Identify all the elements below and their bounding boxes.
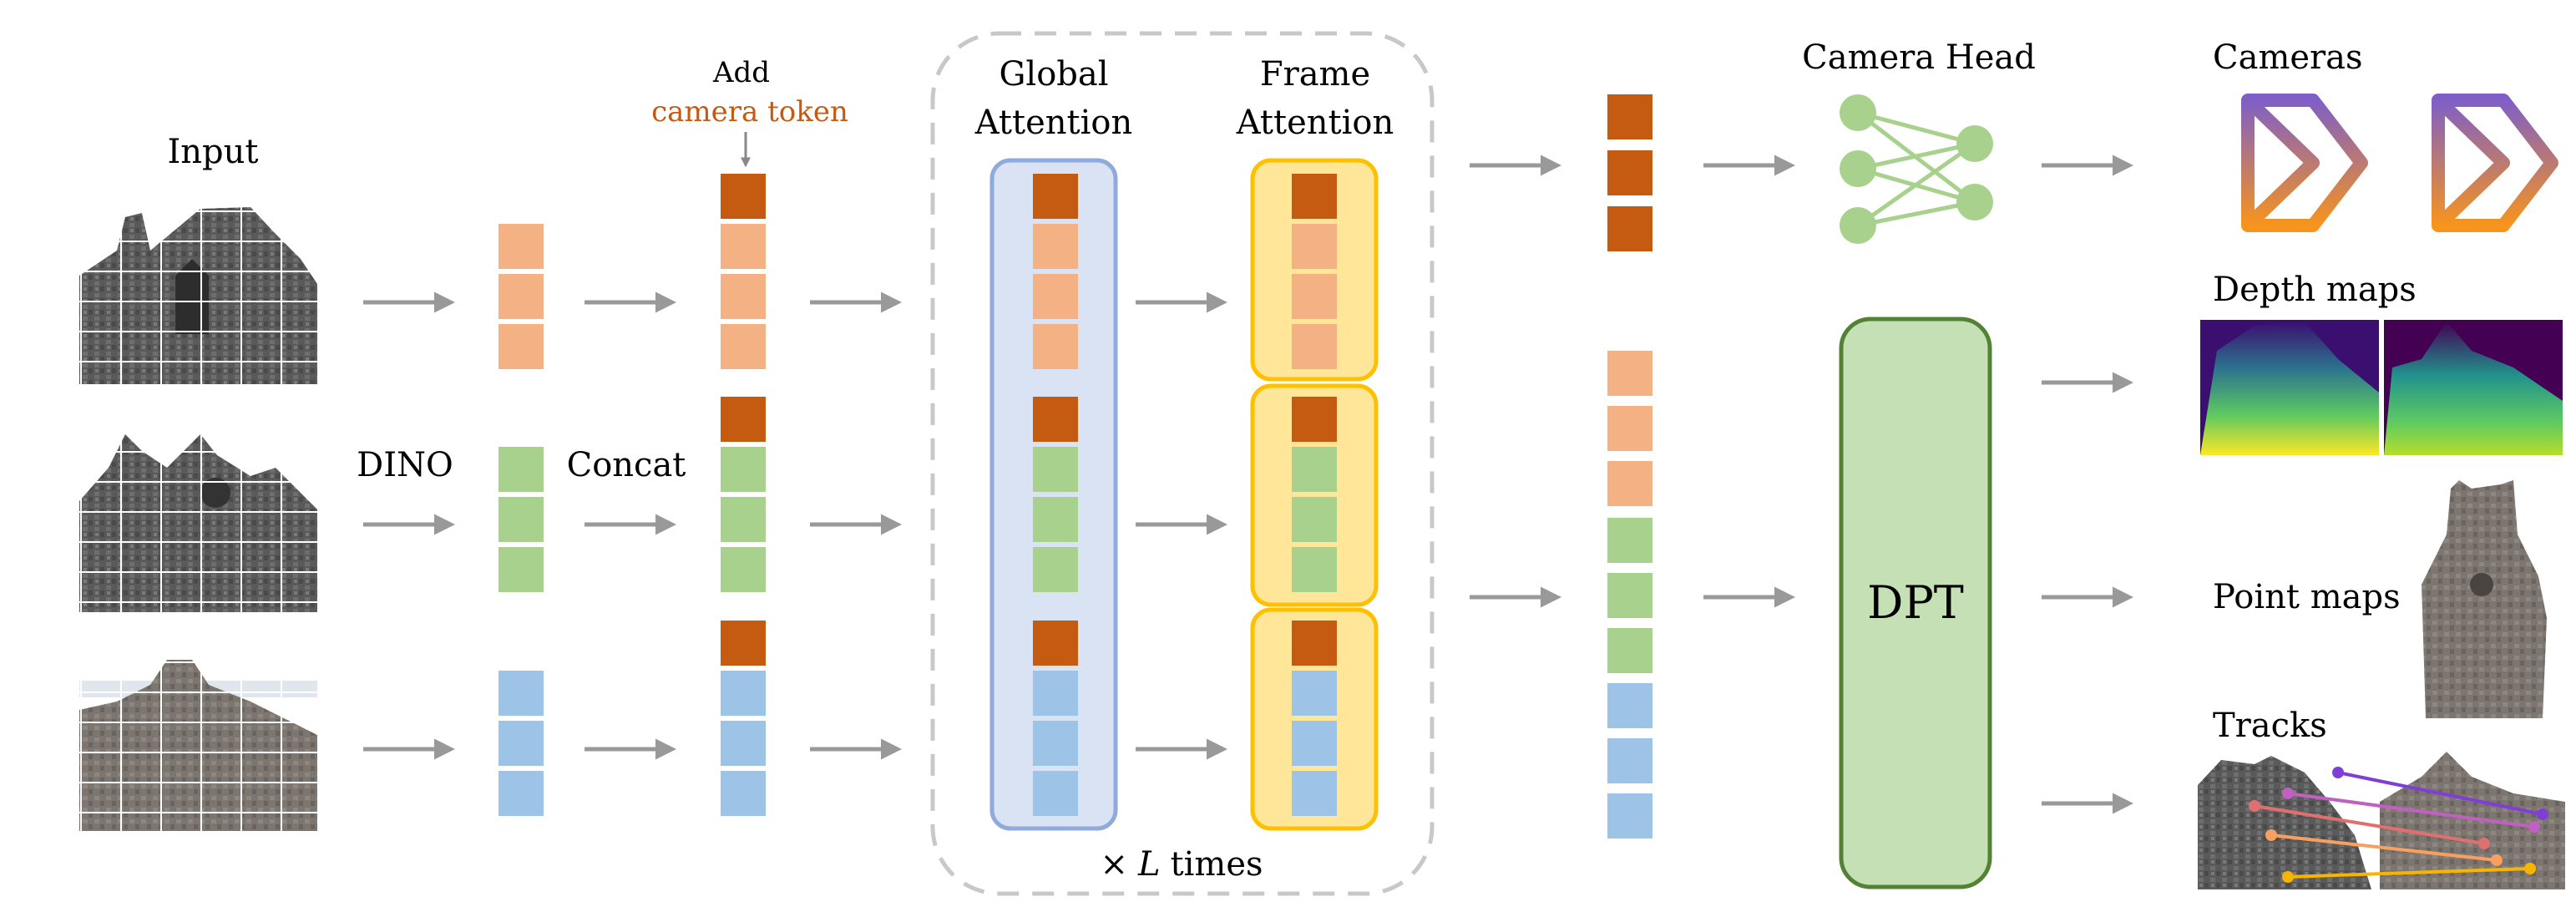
cameras-label: Cameras [2213, 38, 2363, 77]
concat-tokens-frame3 [721, 621, 766, 816]
dpt-box [1839, 317, 1992, 889]
add-label: Add [712, 56, 770, 89]
tracks-image [2198, 752, 2565, 889]
dino-tokens-frame1 [498, 224, 544, 369]
output-camera-tokens [1607, 94, 1652, 251]
global-attention-title-2: Attention [974, 104, 1132, 142]
global-attention-box [989, 158, 1118, 831]
camera-head-label: Camera Head [1802, 38, 2036, 77]
global-tokens-frame3 [1033, 621, 1078, 816]
dino-tokens-frame3 [498, 671, 544, 816]
input-image-2 [79, 433, 317, 612]
frame-tokens-frame3 [1292, 621, 1337, 816]
times-prefix: × [1100, 845, 1128, 884]
dpt-label: DPT [1867, 576, 1964, 629]
point-maps-label: Point maps [2213, 578, 2401, 616]
depth-map-2 [2384, 320, 2563, 455]
camera-frustum-icon-1 [2241, 94, 2368, 232]
frame-attention-box-2 [1250, 383, 1379, 607]
frame-tokens-frame2 [1292, 397, 1337, 592]
input-image-3 [79, 651, 317, 831]
concat-label: Concat [567, 446, 686, 484]
depth-map-1 [2200, 320, 2379, 455]
depth-maps-label: Depth maps [2213, 271, 2417, 309]
frame-attention-box-1 [1250, 158, 1379, 382]
tracks-label: Tracks [2213, 707, 2327, 745]
concat-tokens-frame2 [721, 397, 766, 592]
times-var: L [1137, 845, 1161, 884]
dino-label: DINO [357, 446, 453, 484]
global-tokens-frame1 [1033, 174, 1078, 369]
camera-frustum-icon-2 [2432, 94, 2558, 232]
input-label: Input [167, 133, 258, 171]
frame-attention-title-1: Frame [1260, 55, 1370, 94]
l-times-dashed-box [930, 31, 1435, 896]
global-tokens-frame2 [1033, 397, 1078, 592]
concat-tokens-frame1 [721, 174, 766, 369]
point-map-image [2422, 480, 2547, 718]
dino-tokens-frame2 [498, 447, 544, 592]
camera-token-label: camera token [651, 95, 848, 129]
frame-attention-box-3 [1250, 607, 1379, 831]
output-patch-tokens [1607, 351, 1652, 839]
frame-tokens-frame1 [1292, 174, 1337, 369]
camera-head-network-icon [1840, 94, 1993, 244]
global-attention-title-1: Global [999, 55, 1108, 94]
times-suffix: times [1171, 845, 1263, 884]
input-image-1 [79, 205, 317, 384]
frame-attention-title-2: Attention [1236, 104, 1394, 142]
